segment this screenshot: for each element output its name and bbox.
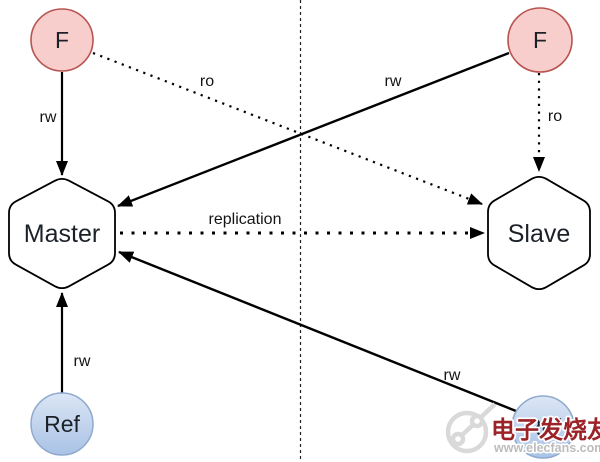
node-ref-left-label: Ref	[44, 411, 80, 437]
edge-label-ro-f-right: ro	[548, 108, 562, 125]
edge-label-rw-ref-right: rw	[444, 367, 461, 384]
edge-label-replication: replication	[209, 211, 282, 228]
node-ref-left: Ref	[30, 392, 94, 456]
node-f-right-shape	[507, 7, 573, 73]
edge-f-right-to-master	[117, 51, 510, 208]
node-slave: Slave	[487, 175, 591, 291]
node-f-left: F	[30, 8, 94, 72]
node-slave-shape	[487, 175, 591, 291]
node-ref-right-shape	[511, 395, 575, 459]
node-f-right: F	[507, 7, 573, 73]
watermark: 电子发烧友 www.elecfans.com	[445, 402, 600, 457]
edge-label-rw-ref-left: rw	[74, 353, 91, 370]
watermark-logo-icon	[445, 402, 497, 454]
edge-label-rw-f-right: rw	[385, 73, 402, 90]
edge-labels-layer: rw ro rw ro replication rw rw	[40, 73, 563, 384]
edge-label-ro-f-left: ro	[200, 73, 214, 90]
node-f-right-label: F	[533, 27, 547, 53]
edge-label-rw-f-left: rw	[40, 109, 57, 126]
node-slave-label: Slave	[508, 220, 571, 248]
nodes-layer: F F Master Slave Ref Ref	[8, 7, 591, 459]
edge-f-left-to-slave-dotted	[92, 51, 483, 206]
watermark-brand-text: 电子发烧友	[491, 416, 600, 444]
edges-layer	[56, 51, 545, 413]
watermark-url-text: www.elecfans.com	[493, 441, 600, 455]
node-master-shape	[8, 177, 116, 290]
node-master: Master	[8, 177, 116, 290]
node-f-left-label: F	[55, 27, 69, 53]
node-ref-right-label: Ref	[525, 414, 561, 440]
edge-ref-right-to-master	[118, 250, 517, 413]
node-f-left-shape	[30, 8, 94, 72]
node-master-label: Master	[24, 220, 100, 248]
node-ref-right: Ref	[511, 395, 575, 459]
node-ref-left-shape	[30, 392, 94, 456]
